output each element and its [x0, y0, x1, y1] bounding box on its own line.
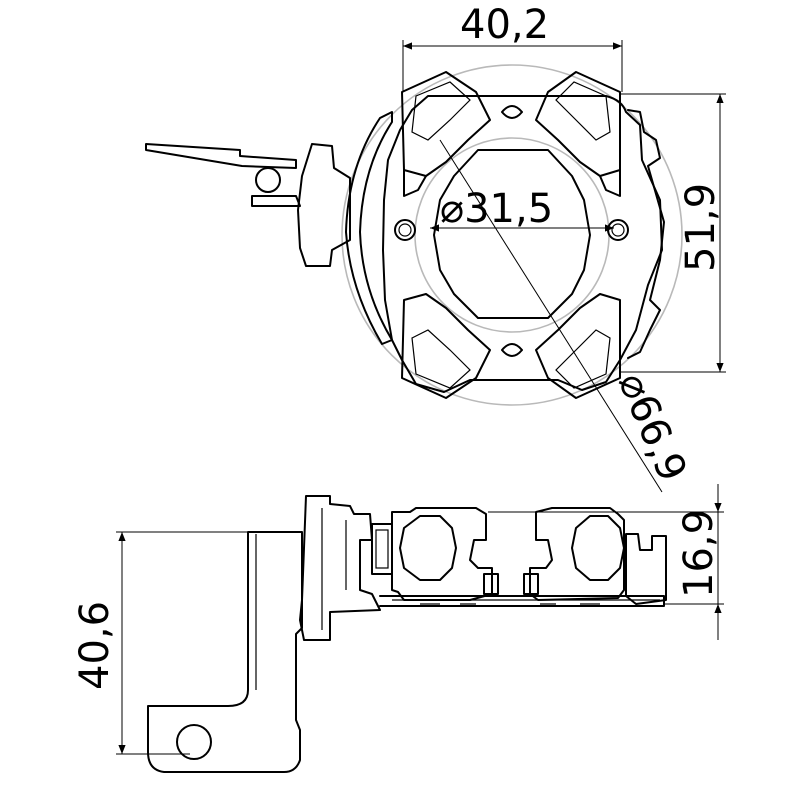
outer-diameter-label: ⌀66,9 [609, 366, 696, 488]
inner-reference-circle [414, 137, 610, 333]
mounting-hole-left [394, 219, 416, 241]
brush-channel-top-right [535, 71, 621, 197]
outer-diameter-leader [439, 139, 663, 493]
side-terminal-block [299, 495, 381, 641]
lead-wire [145, 143, 297, 169]
locating-notch-bottom [501, 343, 523, 357]
locating-notch-top [501, 105, 523, 119]
outer-reference-circle [341, 64, 683, 406]
side-brush-housing-left [391, 507, 493, 601]
side-height-label: 16,9 [676, 509, 722, 598]
top-view [145, 40, 726, 493]
side-brush-housing-right [529, 507, 625, 601]
central-bore [433, 149, 591, 319]
lead-length-label: 40,6 [72, 601, 118, 690]
side-base-rail [379, 595, 665, 607]
width-dimension-label: 40,2 [460, 2, 549, 48]
height-dimension-label: 51,9 [678, 183, 724, 272]
lead-connector [255, 167, 281, 193]
brush-channel-bottom-right [535, 293, 621, 399]
mounting-hole-right [607, 219, 629, 241]
base-plate [382, 95, 663, 393]
inner-diameter-label: ⌀31,5 [440, 186, 553, 232]
lead-tab-hole [176, 724, 212, 760]
lead-tab [147, 531, 303, 773]
brush-channel-top-left [401, 71, 491, 197]
side-right-clip [625, 533, 667, 605]
brush-channel-bottom-left [401, 293, 491, 399]
side-view [116, 484, 724, 773]
right-clip [627, 109, 665, 359]
left-arc-clip [345, 111, 393, 345]
